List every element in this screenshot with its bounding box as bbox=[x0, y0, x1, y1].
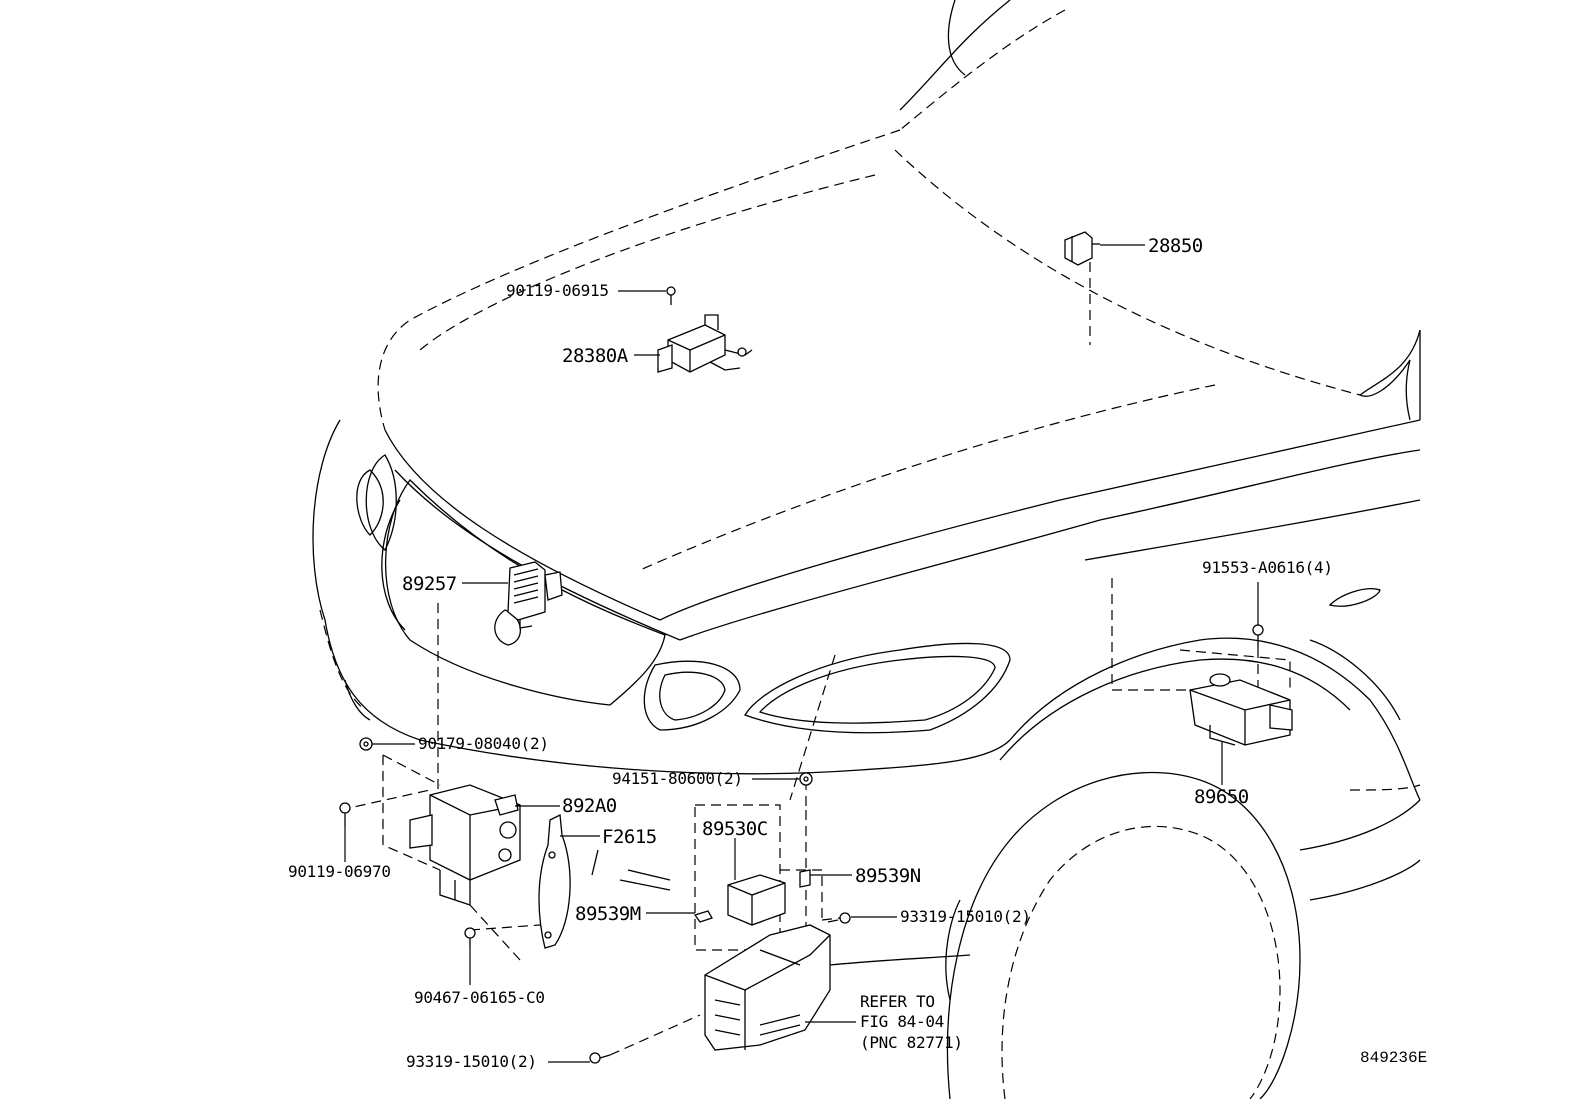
nut-90179-icon bbox=[359, 737, 373, 751]
callout-90467-06165-C0: 90467-06165-C0 bbox=[414, 988, 545, 1007]
callout-28850: 28850 bbox=[1148, 235, 1203, 257]
bolt-90119-06970-icon bbox=[339, 802, 351, 826]
refer-note: REFER TO FIG 84-04 (PNC 82771) bbox=[860, 992, 963, 1052]
part-F2615-drawing bbox=[538, 813, 571, 949]
bolt-90467-icon bbox=[464, 927, 476, 948]
callout-89539M: 89539M bbox=[575, 903, 641, 925]
callout-28380A: 28380A bbox=[562, 345, 629, 367]
callout-F2615: F2615 bbox=[602, 826, 657, 848]
bolt-91553-icon bbox=[1252, 624, 1264, 648]
part-28380A-drawing bbox=[657, 314, 753, 373]
callout-89539N: 89539N bbox=[855, 865, 921, 887]
callout-89530C: 89530C bbox=[702, 818, 768, 840]
callout-892A0: 892A0 bbox=[562, 795, 617, 817]
vehicle-outline bbox=[312, 0, 1421, 1099]
callout-90119-06915: 90119-06915 bbox=[506, 281, 609, 300]
leader-lines bbox=[344, 244, 1259, 1063]
refer-note-line3: (PNC 82771) bbox=[860, 1033, 963, 1052]
part-89539M-drawing bbox=[693, 910, 713, 923]
part-28850-drawing bbox=[1064, 231, 1100, 266]
callout-89257: 89257 bbox=[402, 573, 457, 595]
callout-93319-15010-right: 93319-15010(2) bbox=[900, 907, 1031, 926]
callout-90179-08040: 90179-08040(2) bbox=[418, 734, 549, 753]
part-89257-drawing bbox=[507, 561, 563, 629]
refer-note-line2: FIG 84-04 bbox=[860, 1012, 944, 1031]
bolt-93319-bottom-icon bbox=[589, 1052, 611, 1064]
bolt-90119-06915-icon bbox=[666, 286, 676, 305]
callout-89650: 89650 bbox=[1194, 786, 1249, 808]
callout-94151-80600: 94151-80600(2) bbox=[612, 769, 743, 788]
callout-93319-15010-bottom: 93319-15010(2) bbox=[406, 1052, 537, 1071]
part-89650-drawing bbox=[1189, 673, 1293, 746]
callout-91553-A0616: 91553-A0616(4) bbox=[1202, 558, 1333, 577]
callout-90119-06970: 90119-06970 bbox=[288, 862, 391, 881]
part-892A0-drawing bbox=[409, 784, 521, 906]
refer-note-line1: REFER TO bbox=[860, 992, 935, 1011]
diagram-code: 849236E bbox=[1360, 1049, 1427, 1067]
nut-94151-icon bbox=[799, 772, 813, 786]
part-89539N-drawing bbox=[799, 869, 811, 888]
bolt-93319-right-icon bbox=[827, 912, 851, 924]
part-89530C-drawing bbox=[727, 874, 786, 926]
part-bracket-82771-drawing bbox=[704, 924, 831, 1051]
